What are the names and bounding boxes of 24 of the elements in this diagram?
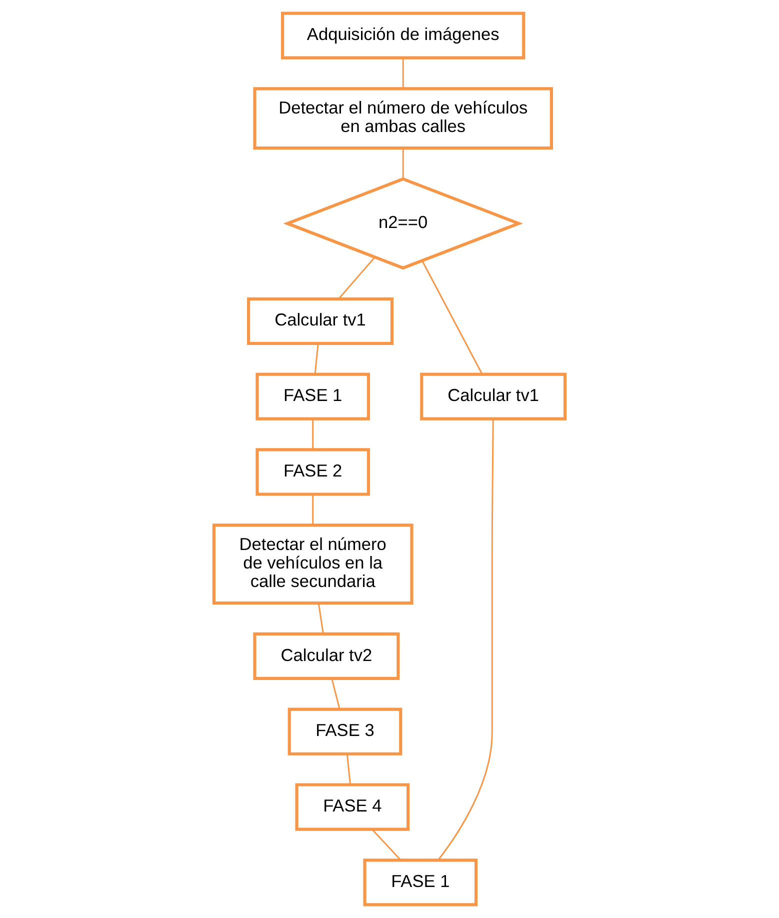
connector <box>438 419 494 861</box>
connector <box>314 343 319 374</box>
node-box: FASE 3 <box>288 708 402 756</box>
node-box: Detectar el número de vehículos en la calle secundaria <box>212 524 414 605</box>
node-box: Calcular tv1 <box>247 297 394 345</box>
node-diamond: n2==0 <box>283 177 523 270</box>
node-box: FASE 1 <box>363 858 478 906</box>
node-box: FASE 2 <box>256 448 370 496</box>
node-box: Calcular tv1 <box>420 372 567 420</box>
connector <box>312 418 314 450</box>
connector <box>338 257 376 299</box>
connector <box>422 260 483 375</box>
node-box: FASE 1 <box>256 372 370 420</box>
connector <box>318 603 324 634</box>
connector <box>402 58 404 88</box>
node-box: Adquisición de imágenes <box>281 12 526 60</box>
connector <box>346 754 351 785</box>
node-box: FASE 4 <box>295 783 410 831</box>
node-box: Calcular tv2 <box>253 632 400 680</box>
connector <box>402 148 404 179</box>
connector <box>312 494 314 525</box>
node-box: Detectar el número de vehículos en ambas calles <box>253 87 553 150</box>
connector <box>372 828 402 860</box>
connector <box>331 678 340 710</box>
